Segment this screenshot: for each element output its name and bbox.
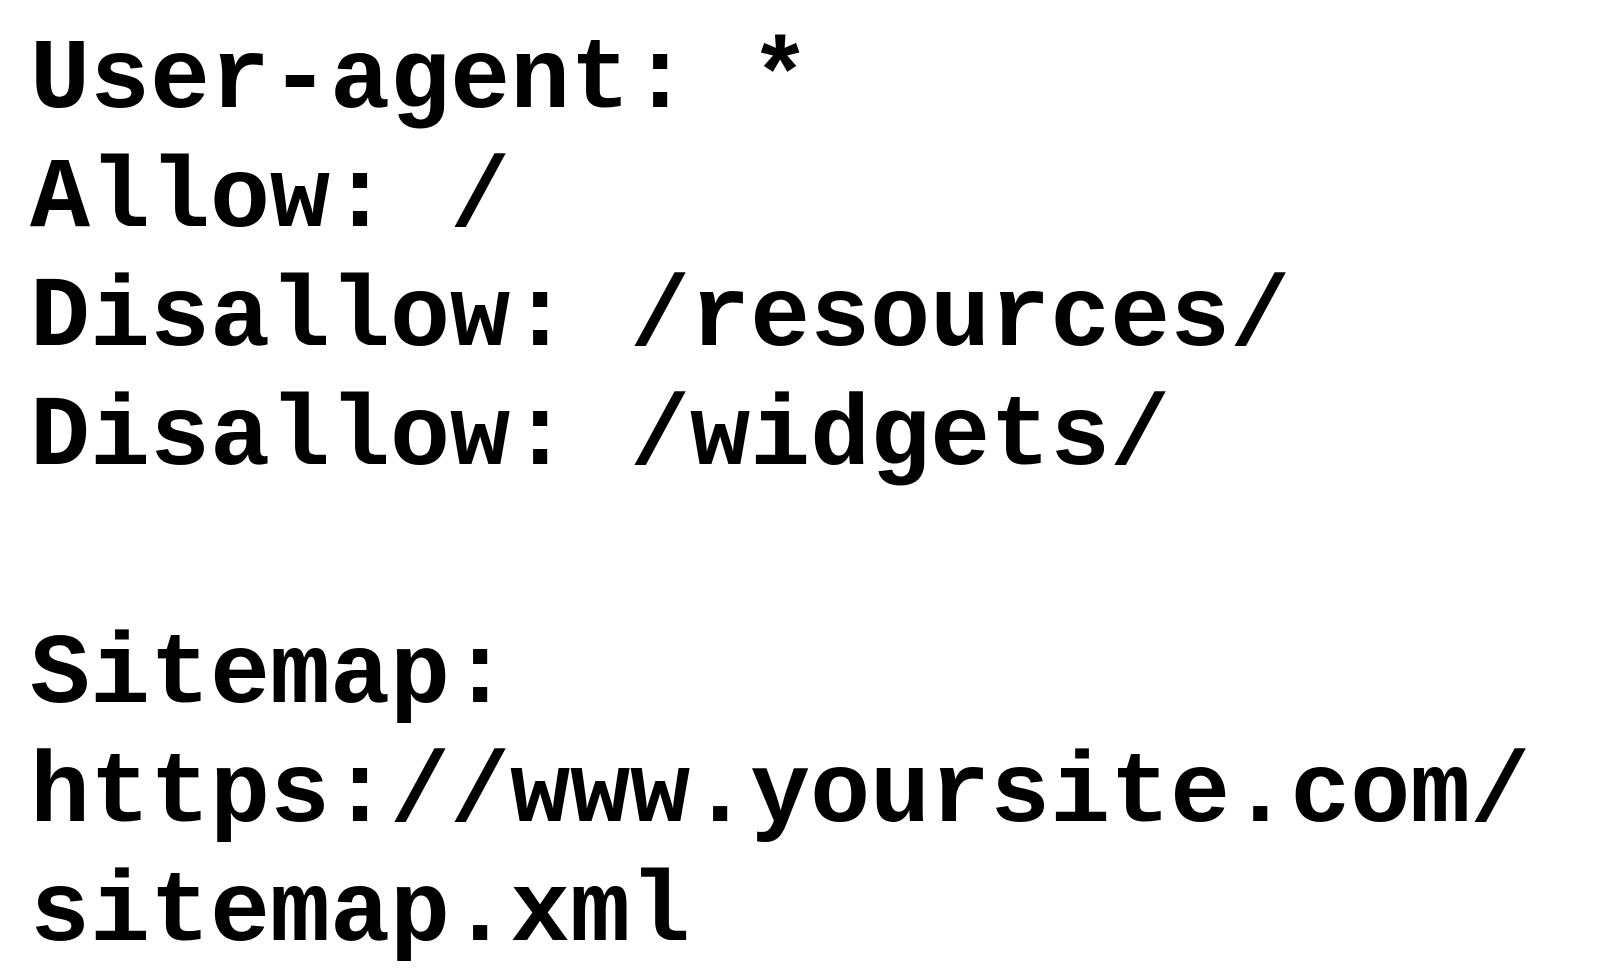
text-line-blank [30,498,1600,617]
text-line-sitemap-file: sitemap.xml [30,858,691,971]
text-line-user-agent: User-agent: * [30,25,811,138]
text-line-sitemap-label: Sitemap: [30,620,511,733]
text-line-disallow-widgets: Disallow: /widgets/ [30,382,1171,495]
text-line-allow: Allow: / [30,144,511,257]
text-line-disallow-resources: Disallow: /resources/ [30,263,1291,376]
text-line-sitemap-url: https://www.yoursite.com/ [30,739,1531,852]
